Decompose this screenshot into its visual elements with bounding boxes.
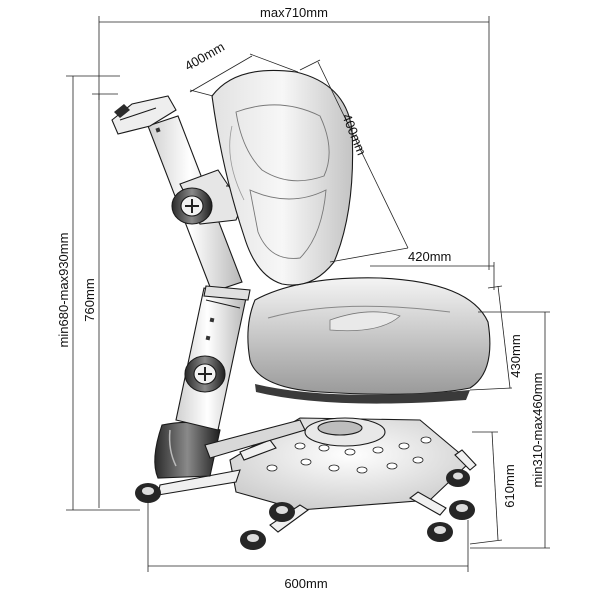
- seat: [247, 277, 491, 404]
- height-handle: [111, 95, 177, 135]
- chair-casters: [135, 469, 475, 550]
- dim-line-base-depth: [491, 431, 499, 541]
- label-seat-depth: 430mm: [508, 334, 523, 377]
- label-total-height-range: min680-max930mm: [56, 233, 71, 348]
- label-seat-height-range: min310-max460mm: [530, 373, 545, 488]
- dimension-lines: [66, 16, 550, 572]
- dim-line-seat-depth: [497, 285, 511, 389]
- backrest-knob: [171, 187, 213, 225]
- chair-base: [229, 417, 471, 511]
- lower-housing: [154, 419, 306, 479]
- label-base-width: 600mm: [284, 576, 327, 591]
- label-overall-width: max710mm: [260, 5, 328, 20]
- label-seat-width: 420mm: [408, 249, 451, 264]
- chair-illustration: [111, 69, 491, 550]
- label-base-depth: 610mm: [502, 464, 517, 507]
- label-backrest-width: 400mm: [182, 39, 227, 74]
- label-total-height: 760mm: [82, 278, 97, 321]
- backrest: [211, 69, 354, 286]
- seat-height-knob: [184, 355, 226, 393]
- dim-line-backrest-height: [317, 61, 409, 249]
- dim-line-backrest-width: [189, 55, 253, 93]
